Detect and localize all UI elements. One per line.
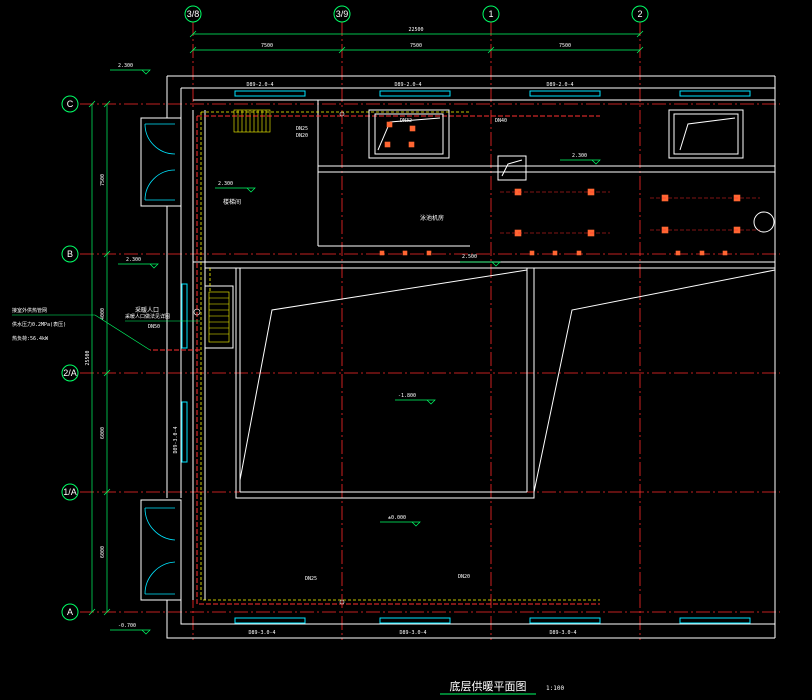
room-label-machine: 泳池机房 (420, 214, 444, 222)
dim-seg-top: 7500 (559, 43, 571, 49)
equipment-grid-lines (500, 191, 760, 234)
notes: 接室外供热管网 供水压力0.2MPa(表压) 热负荷:56.4kW 采暖人口做法… (12, 307, 170, 342)
room-label-stair: 楼梯间 (223, 198, 241, 206)
dim-seg-left: 4000 (100, 308, 106, 320)
room-label-entrance: 采暖人口 (135, 306, 159, 314)
scale-text: 1:100 (546, 685, 564, 692)
axis-label: 3/9 (336, 9, 349, 19)
axis-label: 2 (637, 9, 642, 19)
svg-text:A: A (67, 607, 73, 617)
dim-seg-left: 6000 (100, 546, 106, 558)
drawing-title: 底层供暖平面图 1:100 (440, 679, 564, 695)
axis-bubble-2a: 2/A (61, 364, 79, 382)
radiator-tag: D89-3.0-4 (173, 426, 179, 453)
svg-text:1/A: 1/A (63, 487, 77, 497)
svg-text:B: B (67, 249, 73, 259)
note-leaders (12, 314, 200, 351)
door-lower-left (144, 507, 176, 595)
elevation-label: 2.300 (126, 257, 141, 263)
elevation-label: 2.300 (218, 181, 233, 187)
elevation-label: -0.700 (118, 623, 136, 629)
elevation-label: 2.300 (572, 153, 587, 159)
walls (140, 75, 776, 639)
equipment-tanks (368, 109, 775, 233)
note-line: 供水压力0.2MPa(表压) (12, 321, 66, 328)
axis-bubble-a: A (61, 603, 79, 621)
door-upper-left (144, 123, 176, 201)
elevation-label: 2.500 (462, 254, 477, 260)
note-line: 接室外供热管网 (12, 307, 47, 314)
pipe-tag: DN40 (495, 118, 507, 124)
stair-upper (233, 109, 271, 133)
elevation-text: 2.300 2.300 -0.700 2.300 2.300 2.500 -1.… (118, 63, 587, 629)
radiators-left (181, 283, 188, 463)
stair-mid (208, 291, 230, 343)
radiators-bottom (234, 617, 751, 624)
svg-text:2/A: 2/A (63, 368, 77, 378)
axis-bubbles-top: 3/8 3/9 1 2 (184, 5, 649, 23)
title-text: 底层供暖平面图 (450, 679, 527, 693)
callout-note: 采暖人口做法见详图 (125, 313, 170, 320)
axis-label: 1 (488, 9, 493, 19)
axis-label: 3/8 (187, 9, 200, 19)
elevation-symbols (110, 69, 601, 635)
supply-pipes (150, 115, 600, 605)
svg-text:C: C (67, 99, 74, 109)
axis-bubble-2: 2 (631, 5, 649, 23)
axis-bubbles-left: C B 2/A 1/A A (61, 95, 79, 621)
radiator-tag: D89-3.0-4 (399, 630, 426, 636)
pipe-tags: DN25 DN20 DN32 DN40 DN50 DN25 DN20 (148, 118, 507, 582)
axis-bubble-1a: 1/A (61, 483, 79, 501)
room-labels: 楼梯间 泳池机房 采暖人口 (135, 198, 444, 314)
radiator-tag: D89-2.0-4 (546, 82, 573, 88)
dimension-lines (88, 30, 644, 616)
axis-bubble-c: C (61, 95, 79, 113)
dim-seg-top: 7500 (410, 43, 422, 49)
dimension-text: 22500 7500 7500 7500 25500 7500 4000 600… (85, 27, 571, 558)
radiator-tags: D89-2.0-4 D89-2.0-4 D89-2.0-4 D89-3.0-4 … (173, 82, 577, 636)
pipe-tag: DN20 (296, 133, 308, 139)
dim-seg-left: 7500 (100, 174, 106, 186)
pipe-tag: DN25 (305, 576, 317, 582)
return-pipes (200, 111, 600, 601)
pipe-tag: DN20 (458, 574, 470, 580)
axis-bubble-1: 1 (482, 5, 500, 23)
note-line: 热负荷:56.4kW (12, 335, 49, 342)
equipment-markers (379, 121, 741, 256)
radiator-tag: D89-3.0-4 (549, 630, 576, 636)
dim-seg-left: 6000 (100, 427, 106, 439)
pipe-tag: DN25 (296, 126, 308, 132)
radiators-top (234, 90, 751, 97)
radiator-tag: D89-2.0-4 (394, 82, 421, 88)
elevation-label: 2.300 (118, 63, 133, 69)
axis-grid (80, 22, 780, 640)
radiator-tag: D89-3.0-4 (248, 630, 275, 636)
radiator-tag: D89-2.0-4 (246, 82, 273, 88)
pipe-tag: DN32 (400, 118, 412, 124)
axis-bubble-b: B (61, 245, 79, 263)
axis-bubble-38: 3/8 (184, 5, 202, 23)
dim-overall-left: 25500 (85, 350, 91, 365)
elevation-label: -1.800 (398, 393, 416, 399)
dim-overall-top: 22500 (408, 27, 423, 33)
axis-bubble-39: 3/9 (333, 5, 351, 23)
pipe-risers (193, 111, 345, 605)
dim-seg-top: 7500 (261, 43, 273, 49)
elevation-label: ±0.000 (388, 515, 406, 521)
pipe-tag: DN50 (148, 324, 160, 330)
